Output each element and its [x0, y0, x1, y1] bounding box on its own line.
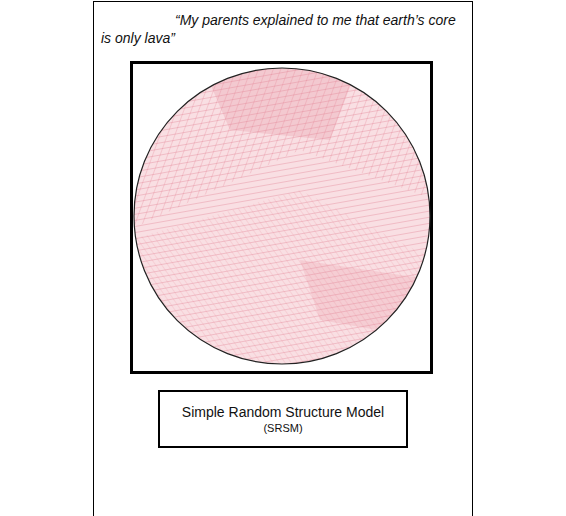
model-abbreviation: (SRSM) [263, 421, 302, 435]
panel-frame: “My parents explained to me that earth’s… [93, 1, 473, 516]
model-label-box: Simple Random Structure Model(SRSM) [158, 390, 408, 448]
quote-text: “My parents explained to me that earth’s… [101, 11, 467, 47]
earth-outline [134, 68, 430, 364]
crayon-fill [130, 60, 435, 370]
model-name: Simple Random Structure Model [182, 404, 384, 421]
